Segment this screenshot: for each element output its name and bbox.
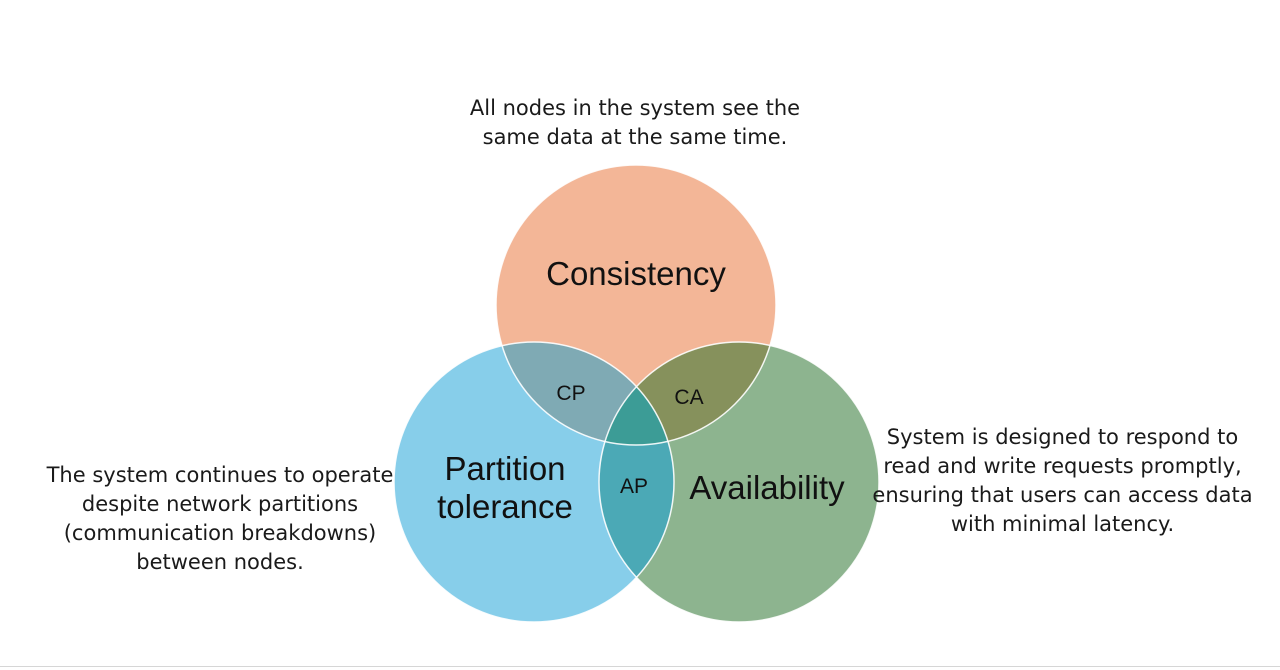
availability-label: Availability	[689, 469, 845, 506]
bottom-divider	[0, 666, 1280, 667]
cp-label: CP	[556, 382, 585, 405]
cp-overlap-region	[496, 342, 674, 445]
partition-tolerance-label-line1: Partition	[444, 450, 565, 487]
ca-label: CA	[674, 386, 703, 409]
partition-tolerance-label-line2: tolerance	[437, 488, 573, 525]
consistency-label: Consistency	[546, 255, 726, 292]
partition-tolerance-description: The system continues to operate despite …	[46, 463, 394, 574]
availability-description: System is designed to respond to read an…	[872, 425, 1253, 536]
consistency-description: All nodes in the system see the same dat…	[469, 96, 801, 149]
ca-overlap-region	[599, 342, 776, 445]
ap-label: AP	[620, 475, 648, 498]
